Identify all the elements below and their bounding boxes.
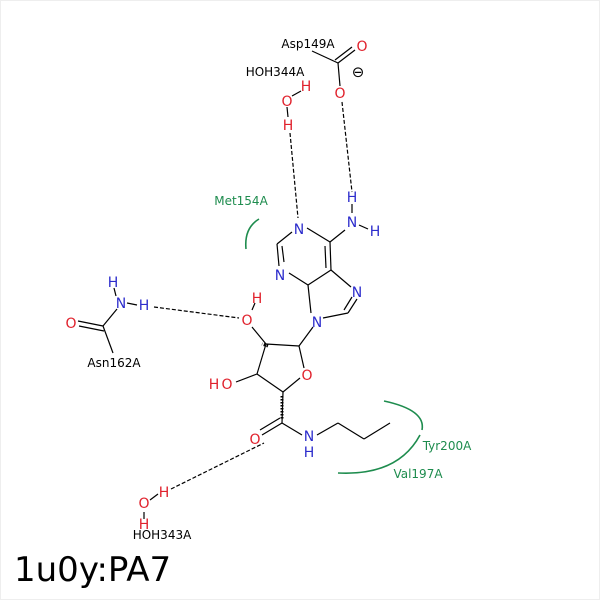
amide-hydrogen: H bbox=[304, 445, 315, 461]
bond bbox=[77, 320, 104, 327]
bond bbox=[126, 302, 138, 306]
hoh343-hydrogen-2: H bbox=[139, 517, 150, 533]
asn162-hydrogen-1: H bbox=[108, 275, 119, 291]
amino-nitrogen: N bbox=[347, 215, 357, 231]
tyr200-label: Tyr200A bbox=[422, 439, 472, 453]
bond bbox=[265, 343, 300, 347]
hoh344-hydrogen-2: H bbox=[283, 118, 294, 134]
bond bbox=[235, 373, 258, 383]
ligand-identifier: 1u0y:PA7 bbox=[14, 550, 172, 590]
hoh344-hydrogen-1: H bbox=[301, 79, 312, 95]
bond bbox=[329, 241, 332, 271]
bond bbox=[259, 417, 281, 431]
hoh344-oxygen: O bbox=[281, 94, 292, 110]
hbond-hoh344-n1 bbox=[289, 132, 299, 219]
bond bbox=[363, 422, 391, 440]
bond bbox=[291, 90, 302, 97]
bond bbox=[330, 269, 352, 288]
ribose-o2: O bbox=[241, 313, 252, 329]
adenine-n9: N bbox=[312, 315, 322, 331]
carboxylate-oxygen-1: O bbox=[356, 39, 367, 55]
amide-nitrogen: N bbox=[304, 429, 314, 445]
bond bbox=[256, 343, 267, 375]
bond bbox=[281, 245, 285, 263]
bond bbox=[113, 287, 117, 297]
met154-label: Met154A bbox=[214, 194, 268, 208]
bond bbox=[337, 62, 341, 87]
bond bbox=[251, 302, 256, 311]
bond bbox=[343, 296, 353, 311]
asp149-label: Asp149A bbox=[281, 37, 335, 51]
carboxylate-oxygen-2: O bbox=[334, 86, 345, 102]
residue-labels: Asp149A HOH344A Met154A Asn162A Tyr200A … bbox=[87, 37, 472, 542]
bond bbox=[276, 243, 280, 267]
ribose-o3-hydrogen: H bbox=[209, 377, 220, 393]
bond bbox=[102, 325, 114, 354]
bond bbox=[322, 312, 349, 319]
hash-bond bbox=[261, 342, 269, 348]
bond bbox=[347, 298, 358, 314]
bond bbox=[358, 224, 369, 230]
bond bbox=[298, 326, 314, 347]
bond bbox=[251, 326, 267, 345]
ribose-o2-hydrogen: H bbox=[252, 291, 263, 307]
bond bbox=[261, 422, 283, 436]
hoh343-oxygen: O bbox=[138, 496, 149, 512]
atom-labels: O O ⊖ O H H H N H N N N N H O O H O O N … bbox=[65, 39, 380, 533]
bond bbox=[78, 325, 105, 332]
hbond-asp149-n6 bbox=[341, 101, 353, 193]
bond bbox=[276, 231, 293, 245]
hydrogen-bonds bbox=[153, 101, 353, 490]
ribose-o3: O bbox=[221, 377, 232, 393]
bond bbox=[256, 373, 284, 393]
bond bbox=[298, 345, 305, 369]
bond bbox=[329, 229, 346, 243]
hydrophobic-arcs bbox=[244, 218, 424, 474]
met154-contact-arc bbox=[244, 218, 260, 250]
adenine-n7: N bbox=[352, 285, 362, 301]
asn162-hydrogen-2: H bbox=[139, 298, 150, 314]
bond bbox=[282, 377, 301, 393]
adenine-n3: N bbox=[275, 268, 285, 284]
carbonyl-oxygen: O bbox=[249, 432, 260, 448]
bond bbox=[307, 269, 332, 286]
ribose-ring-oxygen: O bbox=[301, 368, 312, 384]
negative-charge: ⊖ bbox=[352, 63, 365, 81]
adenine-n1: N bbox=[294, 222, 304, 238]
stereo-bonds bbox=[261, 342, 284, 420]
bond bbox=[102, 308, 118, 327]
bond bbox=[149, 493, 159, 501]
hoh343-label: HOH343A bbox=[133, 528, 192, 542]
val197-label: Val197A bbox=[393, 467, 443, 481]
bond bbox=[316, 422, 339, 436]
bond bbox=[306, 227, 331, 243]
bond bbox=[324, 245, 327, 269]
bond bbox=[288, 272, 309, 286]
tyr200-contact-arc bbox=[383, 400, 424, 431]
hoh344-label: HOH344A bbox=[246, 65, 305, 79]
hoh343-hydrogen-1: H bbox=[159, 485, 170, 501]
bond bbox=[307, 284, 312, 314]
asn162-label: Asn162A bbox=[87, 356, 141, 370]
bond bbox=[286, 106, 289, 118]
amino-hydrogen-1: H bbox=[347, 190, 358, 206]
asn162-nitrogen: N bbox=[116, 296, 126, 312]
hbond-asn162-o2 bbox=[153, 306, 240, 319]
amino-hydrogen-2: H bbox=[370, 224, 381, 240]
bond bbox=[337, 422, 365, 440]
asn162-oxygen: O bbox=[65, 316, 76, 332]
val197-contact-arc bbox=[337, 434, 421, 474]
bond bbox=[311, 50, 339, 64]
covalent-bonds bbox=[77, 46, 391, 519]
bond bbox=[334, 46, 353, 61]
hbond-hoh343-carbonyl bbox=[170, 442, 265, 490]
bond bbox=[281, 422, 303, 436]
bond bbox=[337, 49, 356, 64]
